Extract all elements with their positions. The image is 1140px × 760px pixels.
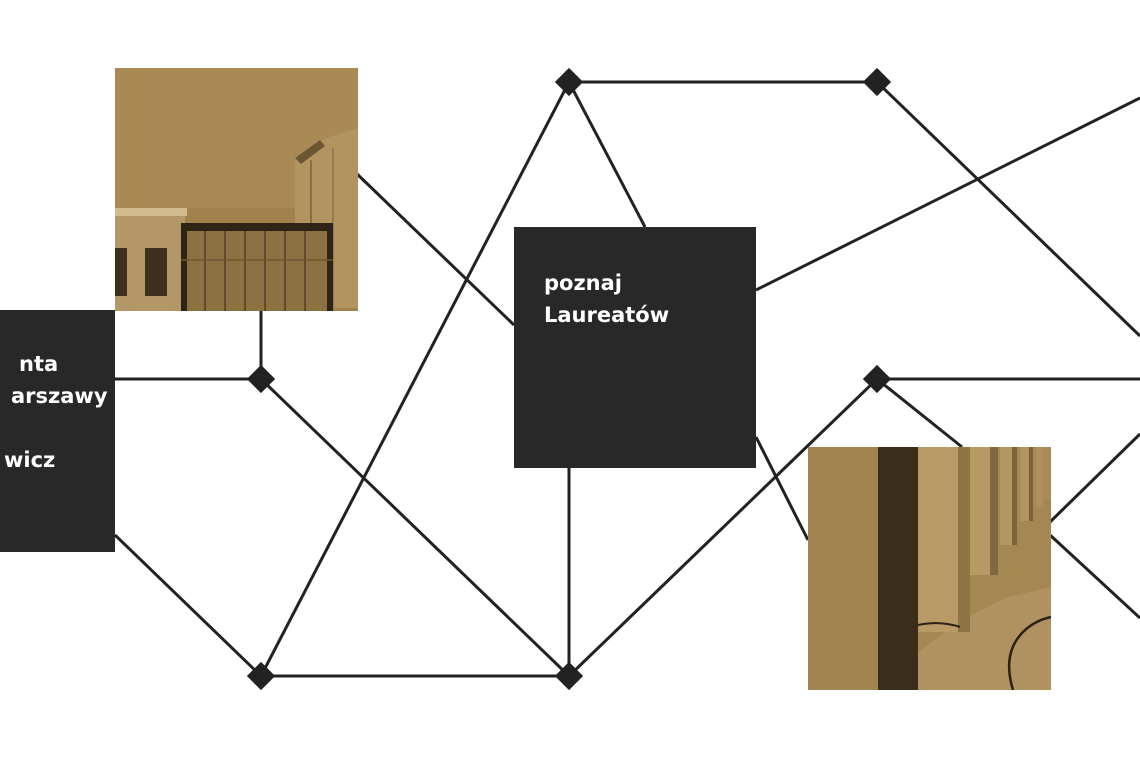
edge xyxy=(259,377,571,678)
tile-left-spacer xyxy=(0,412,115,444)
diamond-node-icon xyxy=(554,67,584,97)
edge xyxy=(1048,533,1140,620)
info-tile-left[interactable]: nta arszawy wicz xyxy=(0,310,115,552)
edge xyxy=(259,81,571,677)
tile-center-line-1: poznaj xyxy=(544,271,623,295)
building-photo xyxy=(115,68,358,311)
edge xyxy=(567,377,879,678)
diamond-node-icon xyxy=(862,364,892,394)
edge xyxy=(755,96,1140,292)
diamond-node-icon xyxy=(246,661,276,691)
edge xyxy=(754,436,810,541)
diamond-node-icon xyxy=(554,661,584,691)
edge xyxy=(875,80,1140,338)
tile-left-line-1: nta xyxy=(19,352,59,376)
tile-left-line-2: arszawy xyxy=(11,384,108,408)
edge xyxy=(567,81,647,228)
edge xyxy=(354,171,516,327)
tile-center-line-2: Laureatów xyxy=(544,303,670,327)
edge xyxy=(876,377,963,449)
edge xyxy=(113,533,263,678)
tile-left-line-3: wicz xyxy=(4,448,56,472)
colonnade-photo xyxy=(808,447,1051,690)
edge xyxy=(1048,432,1140,524)
diamond-node-icon xyxy=(862,67,892,97)
meet-laureates-tile[interactable]: poznaj Laureatów xyxy=(514,227,756,468)
